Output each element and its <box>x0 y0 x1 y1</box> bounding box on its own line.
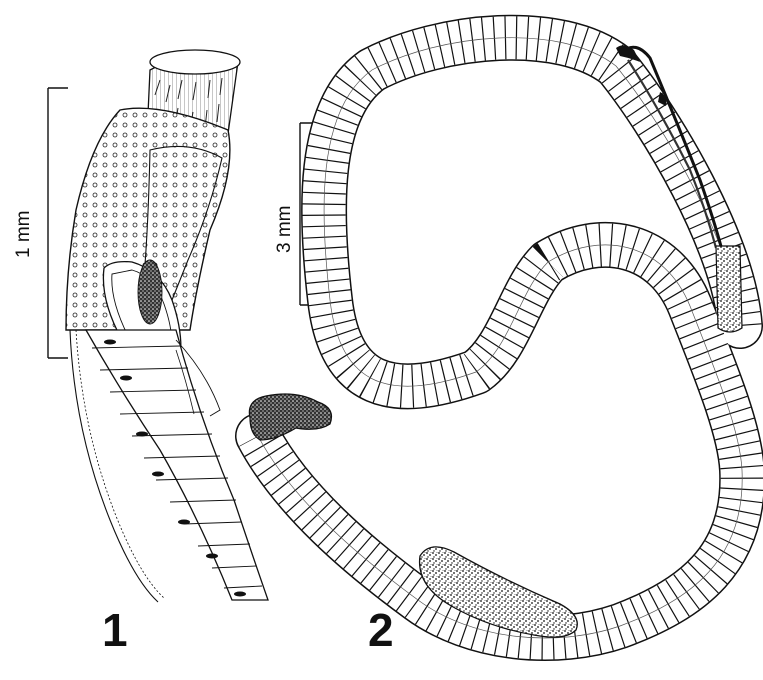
figure-1-scale-bar <box>47 87 68 359</box>
everted-proboscis <box>715 245 743 333</box>
figure-1-drawing: 1 mm <box>13 49 269 656</box>
figure-1-scale-label: 1 mm <box>13 211 34 259</box>
posterior-trunk <box>69 329 269 603</box>
lemnisci <box>616 45 724 251</box>
figure-2-number: 2 <box>368 604 394 656</box>
figure-2-scale-label: 3 mm <box>274 206 295 254</box>
worm-body <box>235 14 763 661</box>
posterior-organ <box>248 393 333 441</box>
testis-organ <box>418 546 578 638</box>
figure-2-drawing: 3 mm 2 <box>235 14 763 661</box>
figure-1-number: 1 <box>102 604 128 656</box>
